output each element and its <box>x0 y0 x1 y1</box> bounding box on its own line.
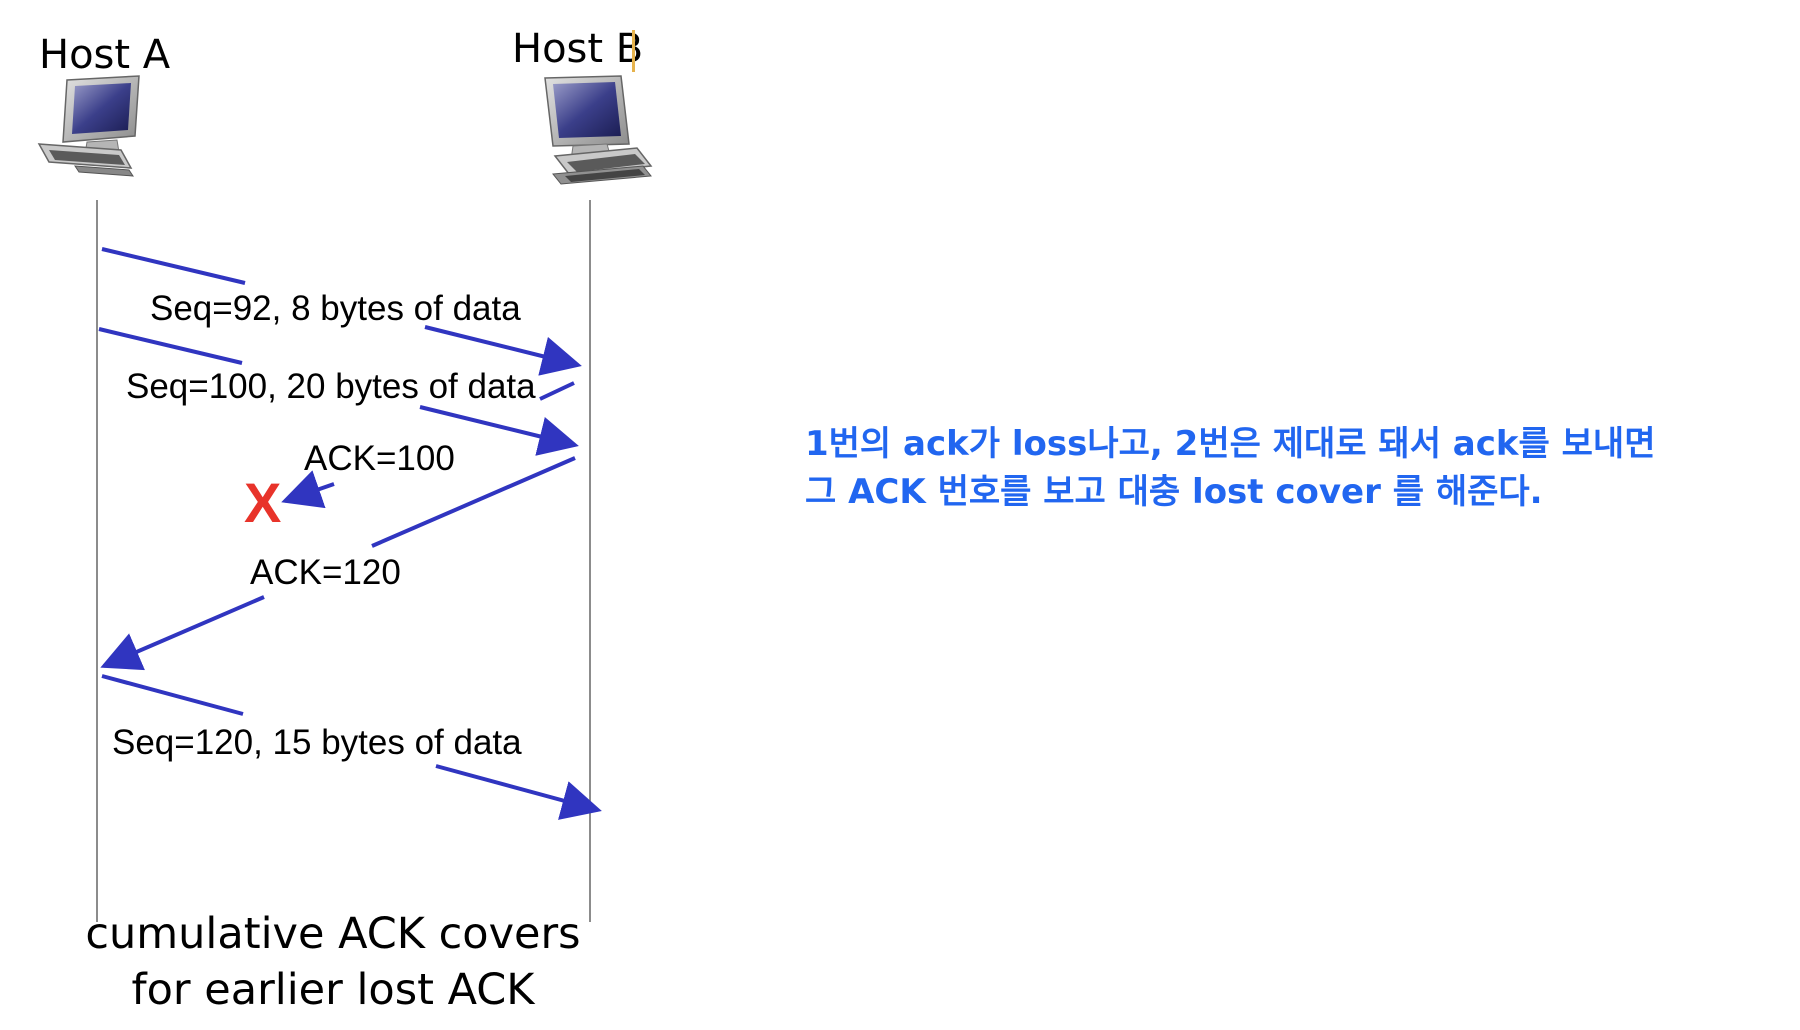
host-a-label: Host A <box>39 32 171 78</box>
loss-x-icon: X <box>244 471 281 534</box>
host-b-label: Host B <box>512 26 643 72</box>
message-label-ack-120: ACK=120 <box>250 553 401 592</box>
message-label-ack-100: ACK=100 <box>304 439 455 478</box>
message-ack-120: ACK=120 <box>100 456 576 671</box>
annotation-note-line-2: 그 ACK 번호를 보고 대충 lost cover 를 해준다. <box>805 472 1543 512</box>
message-label-seq-120: Seq=120, 15 bytes of data <box>112 723 522 762</box>
host-a-computer-icon <box>37 75 140 177</box>
text-cursor <box>632 30 635 72</box>
message-seq-120: Seq=120, 15 bytes of data <box>101 674 602 820</box>
message-label-seq-92: Seq=92, 8 bytes of data <box>150 289 521 328</box>
caption-line-1: cumulative ACK covers <box>85 909 580 959</box>
host-b-computer-icon <box>544 75 653 185</box>
message-ack-100: ACK=100 <box>281 381 575 509</box>
annotation-note-line-1: 1번의 ack가 loss나고, 2번은 제대로 돼서 ack를 보내면 <box>805 424 1656 464</box>
message-seq-100: Seq=100, 20 bytes of data <box>98 327 579 456</box>
caption-line-2: for earlier lost ACK <box>131 965 536 1015</box>
message-label-seq-100: Seq=100, 20 bytes of data <box>126 367 536 406</box>
annotation-note: 1번의 ack가 loss나고, 2번은 제대로 돼서 ack를 보내면 그 A… <box>805 420 1785 516</box>
message-seq-92: Seq=92, 8 bytes of data <box>101 247 582 376</box>
